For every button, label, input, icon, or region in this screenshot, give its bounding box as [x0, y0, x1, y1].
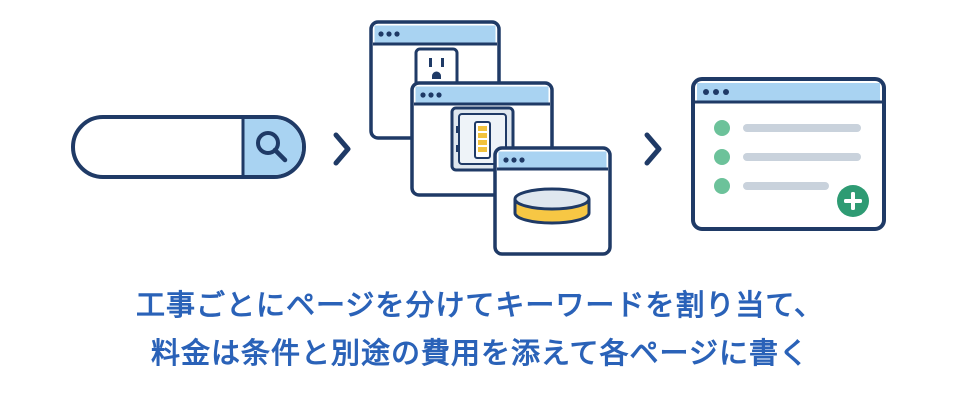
page-window-light	[493, 146, 612, 256]
list-item	[714, 178, 829, 194]
ceiling-light-icon	[513, 187, 591, 225]
search-bar	[71, 115, 306, 179]
chevron-right-icon	[333, 132, 351, 166]
caption-line-2: 料金は条件と別途の費用を添えて各ページに書く	[151, 336, 809, 370]
add-icon	[837, 185, 869, 217]
chevron-right-icon	[644, 132, 662, 166]
outlet-icon	[414, 47, 459, 89]
result-page-window	[691, 77, 886, 231]
search-icon	[256, 131, 288, 163]
list-item	[714, 149, 861, 165]
caption-line-1: 工事ごとにページを分けてキーワードを割り当て、	[136, 288, 824, 322]
list-item	[714, 120, 861, 136]
page-window-outlet	[369, 20, 501, 140]
